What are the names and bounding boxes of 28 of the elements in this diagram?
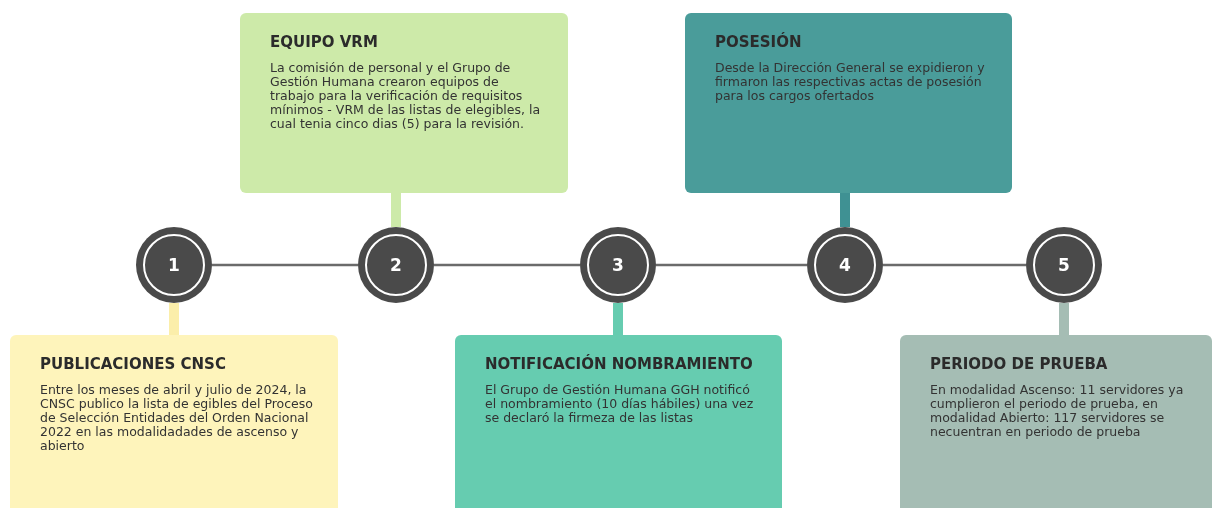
step-card xyxy=(900,335,1212,508)
step-number: 1 xyxy=(168,255,180,275)
card-description: Desde la Dirección General se expidieron y firmaron las respectivas actas de posesión para los cargos ofertados xyxy=(715,61,986,103)
card-description: En modalidad Ascenso: 11 servidores ya cumplieron el periodo de prueba, en modalidad Abierto: 117 servidores se necuentran en periodo de prueba xyxy=(930,383,1185,439)
connector-stem xyxy=(391,193,401,227)
step-card xyxy=(455,335,782,508)
step-card xyxy=(240,13,568,193)
step-card xyxy=(685,13,1012,193)
card-description: El Grupo de Gestión Humana GGH notificó el nombramiento (10 días hábiles) una vez se declaró la firmeza de las listas xyxy=(485,383,755,425)
card-heading: EQUIPO VRM xyxy=(270,33,379,51)
connector-stem xyxy=(1059,303,1069,335)
timeline-line xyxy=(883,263,1026,267)
card-heading: PERIODO DE PRUEBA xyxy=(930,355,1109,373)
timeline-line xyxy=(656,263,807,267)
step-card xyxy=(10,335,338,508)
connector-stem xyxy=(613,303,623,335)
step-number: 5 xyxy=(1058,255,1070,275)
card-description: La comisión de personal y el Grupo de Gestión Humana crearon equipos de trabajo para la verificación de requisitos mínimos - VRM de las listas de elegibles, la cual tenia cinco dias (5) para la revisión. xyxy=(270,61,542,131)
timeline-line xyxy=(434,263,580,267)
card-heading: NOTIFICACIÓN NOMBRAMIENTO xyxy=(485,355,754,373)
connector-stem xyxy=(840,193,850,227)
card-heading: PUBLICACIONES CNSC xyxy=(40,355,227,373)
timeline-line xyxy=(212,263,358,267)
card-heading: POSESIÓN xyxy=(715,33,803,51)
step-number: 3 xyxy=(612,255,624,275)
card-description: Entre los meses de abril y julio de 2024, la CNSC publico la lista de egibles del Proceso de Selección Entidades del Orden Nacional 2022 en las modalidadades de ascenso y abierto xyxy=(40,383,314,453)
step-number: 2 xyxy=(390,255,402,275)
step-number: 4 xyxy=(839,255,851,275)
